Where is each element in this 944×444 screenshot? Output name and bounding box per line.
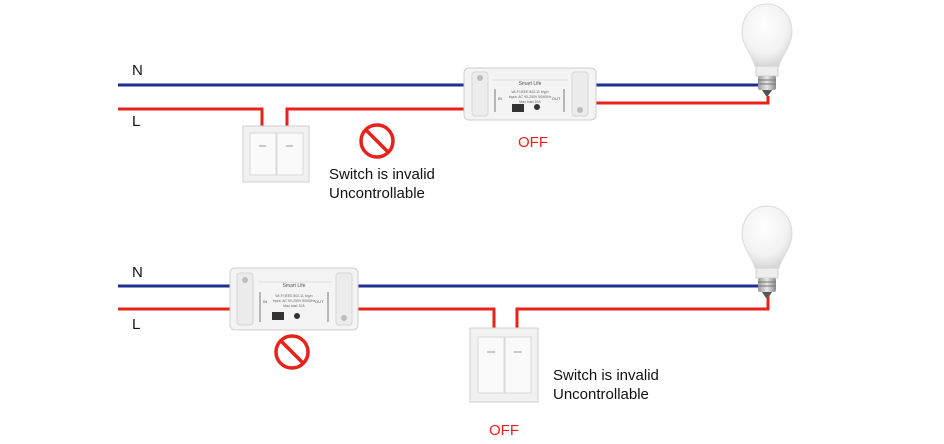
- module-out-label: OUT: [315, 299, 324, 304]
- module-spec-line1: Wi-Fi IEEE 802.11 b/g/n: [511, 90, 548, 94]
- light-bulb-icon: [741, 3, 793, 96]
- module-brand: Smart Life: [283, 283, 306, 289]
- module-in-label: IN: [498, 96, 502, 101]
- note-line2: Uncontrollable: [329, 185, 425, 202]
- smart-switch-module-icon: [229, 267, 359, 331]
- panel-bottom: Smart Life Wi-Fi IEEE 802.11 b/g/n Input…: [118, 205, 793, 403]
- wall-switch-icon: [242, 125, 310, 183]
- state-label: OFF: [489, 422, 519, 439]
- note-line2: Uncontrollable: [553, 386, 649, 403]
- wall-switch-icon: [469, 327, 539, 403]
- live-label: L: [132, 316, 141, 333]
- module-out-label: OUT: [552, 96, 561, 101]
- live-label: L: [132, 113, 141, 130]
- neutral-label: N: [132, 264, 143, 281]
- module-spec-line2: Input: AC 90-250V 50/60Hz: [509, 95, 552, 99]
- module-spec-line3: Max load 10A: [283, 304, 305, 308]
- module-spec-line2: Input: AC 90-250V 50/60Hz: [273, 299, 316, 303]
- module-spec-line1: Wi-Fi IEEE 802.11 b/g/n: [275, 294, 312, 298]
- note-line1: Switch is invalid: [329, 166, 435, 183]
- module-spec-line3: Max load 10A: [519, 100, 541, 104]
- module-in-label: IN: [263, 299, 267, 304]
- state-label: OFF: [518, 134, 548, 151]
- prohibited-icon: [274, 334, 310, 370]
- smart-switch-module-icon: [463, 67, 597, 121]
- neutral-label: N: [132, 62, 143, 79]
- module-brand: Smart Life: [519, 81, 542, 87]
- light-bulb-icon: [741, 205, 793, 298]
- note-line1: Switch is invalid: [553, 367, 659, 384]
- live-wire: [118, 296, 770, 330]
- prohibited-icon: [359, 123, 395, 159]
- panel-top: Smart Life Wi-Fi IEEE 802.11 b/g/n Input…: [118, 3, 793, 183]
- live-wire: [118, 96, 770, 130]
